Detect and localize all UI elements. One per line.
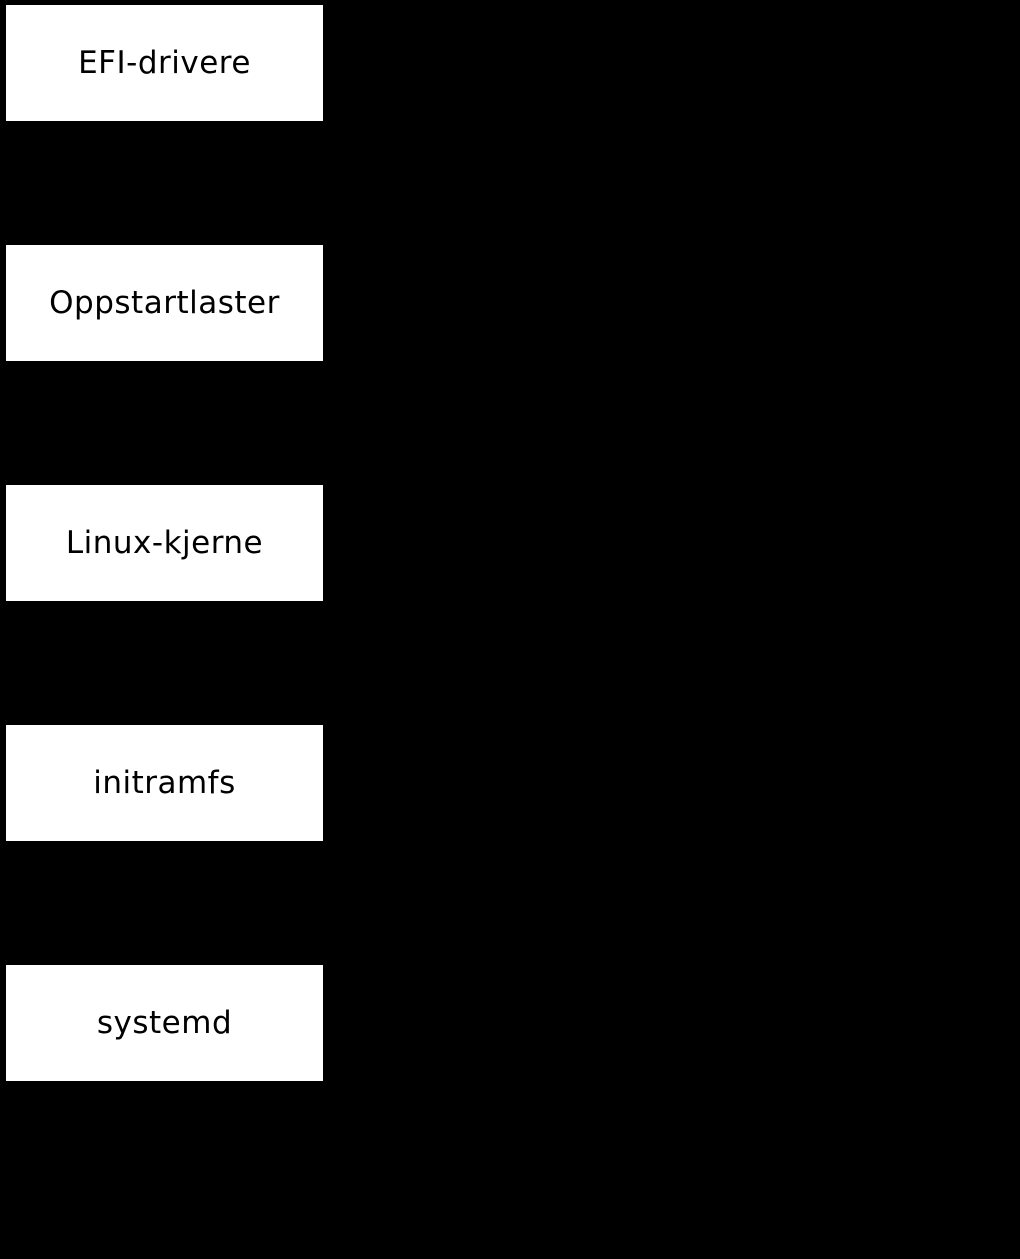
node-oppstartlaster: Oppstartlaster: [6, 245, 323, 361]
node-linux-kjerne: Linux-kjerne: [6, 485, 323, 601]
node-label: Oppstartlaster: [49, 285, 280, 321]
node-label: EFI-drivere: [78, 45, 251, 81]
node-label: systemd: [96, 1005, 233, 1041]
node-systemd: systemd: [6, 965, 323, 1081]
node-initramfs: initramfs: [6, 725, 323, 841]
node-label: initramfs: [93, 765, 236, 801]
node-efi-drivere: EFI-drivere: [6, 5, 323, 121]
node-label: Linux-kjerne: [65, 525, 264, 561]
